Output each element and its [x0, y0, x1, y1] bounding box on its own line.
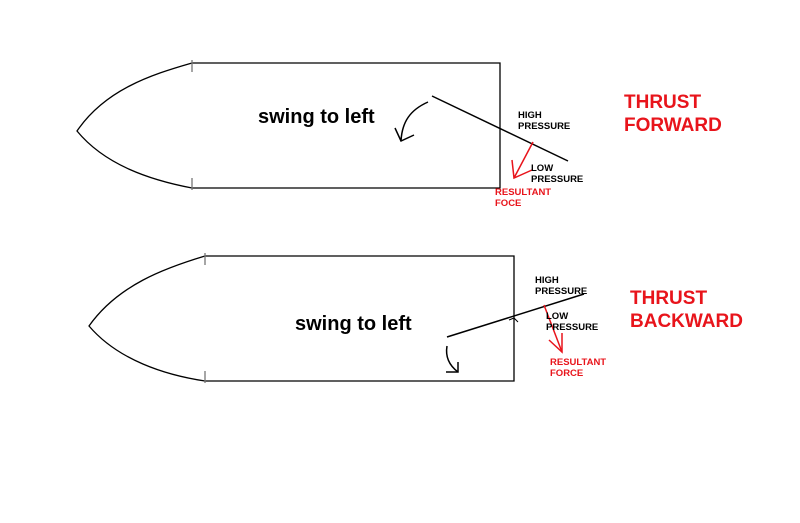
bottom-resultant-line2: FORCE [550, 368, 584, 380]
top-low-line1: LOW [531, 163, 554, 174]
top-high-line1: HIGH [518, 110, 542, 121]
thrust-forward-line2: FORWARD [624, 114, 722, 136]
top-swing-arrow-icon [394, 101, 429, 142]
top-resultant-force-arrow-icon [511, 141, 534, 180]
bottom-high-line1: HIGH [535, 275, 559, 286]
top-high-line2: PRESSURE [518, 121, 571, 133]
top-boat-hull [76, 60, 501, 190]
top-low-line2: PRESSURE [531, 174, 584, 186]
top-swing-label: swing to left [258, 106, 375, 128]
bottom-swing-arrow-icon [445, 345, 459, 373]
top-resultant-line1: RESULTANT [495, 187, 552, 198]
top-resultant-line2: FOCE [495, 198, 522, 210]
bottom-resultant-line1: RESULTANT [550, 357, 607, 368]
bottom-rudder-line [446, 293, 585, 338]
bottom-swing-label: swing to left [295, 313, 412, 335]
bottom-resultant-force-arrow-icon [543, 304, 563, 354]
bottom-low-line1: LOW [546, 311, 569, 322]
top-rudder-line [431, 95, 569, 162]
thrust-backward-line1: THRUST [630, 288, 708, 309]
bottom-low-line2: PRESSURE [546, 322, 599, 334]
thrust-backward-line2: BACKWARD [630, 310, 743, 332]
thrust-forward-line1: THRUST [624, 92, 702, 113]
bottom-high-line2: PRESSURE [535, 286, 588, 298]
